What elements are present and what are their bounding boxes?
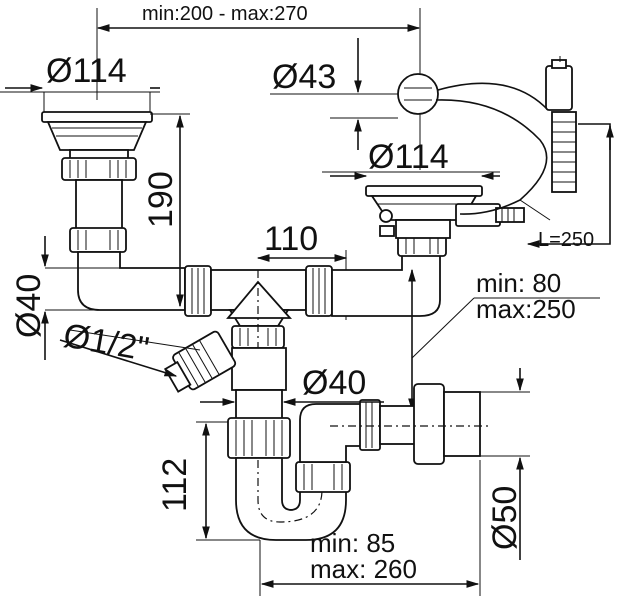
left-pipe-dia-label: Ø40 — [10, 274, 48, 338]
overflow-dia-dimension: Ø43 — [270, 38, 398, 150]
bottle-trap — [227, 383, 490, 541]
trap-pipe-dia-dimension: Ø40 — [200, 364, 384, 406]
trap-pipe-dia-label: Ø40 — [302, 364, 366, 402]
outlet-dia-label: Ø50 — [486, 486, 524, 550]
dim-110: 110 — [256, 220, 348, 320]
appliance-inlet: Ø1/2" — [59, 316, 287, 393]
trap-height-dimension: 112 — [156, 421, 260, 541]
thread-dia-label: Ø1/2" — [61, 316, 152, 368]
top-range-label: min:200 - max:270 — [142, 3, 308, 25]
left-strainer: Ø114 — [0, 52, 186, 311]
height-190-dimension: 190 — [142, 113, 190, 308]
right-connector-pipe — [331, 235, 447, 317]
outlet-dia-dimension: Ø50 — [444, 368, 530, 560]
right-strainer: Ø114 — [322, 138, 525, 239]
left-pipe-dia-dimension: Ø40 — [10, 236, 185, 360]
bottom-range-dimension: min: 85 max: 260 — [259, 460, 481, 596]
overflow-range-dimension: min: 80 max:250 — [408, 268, 600, 412]
dim-110-label: 110 — [264, 220, 318, 258]
top-range-dimension: min:200 - max:270 — [96, 3, 421, 170]
height-190-label: 190 — [142, 171, 180, 228]
overflow-assembly — [397, 56, 577, 221]
overflow-dia-label: Ø43 — [272, 58, 336, 96]
central-tee — [184, 265, 333, 420]
cable-length-label: L=250 — [538, 229, 594, 251]
overflow-max-label: max:250 — [476, 294, 576, 324]
left-strainer-dia-label: Ø114 — [46, 52, 127, 90]
bottom-min-label: min: 85 — [310, 528, 395, 558]
right-strainer-dia-label: Ø114 — [368, 138, 449, 176]
cable-length-dimension: L=250 — [526, 123, 614, 251]
overflow-min-label: min: 80 — [476, 268, 561, 298]
trap-height-label: 112 — [156, 458, 194, 512]
bottom-max-label: max: 260 — [310, 554, 417, 584]
